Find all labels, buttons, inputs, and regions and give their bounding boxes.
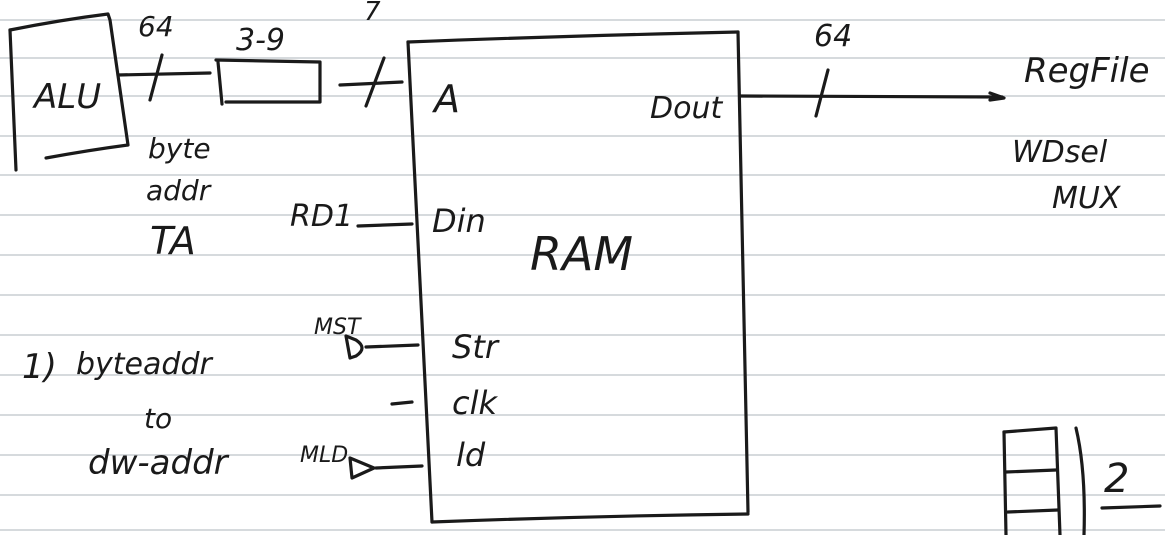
mld-input: MLD	[300, 443, 424, 480]
bus-addr-width: 7	[364, 0, 381, 27]
port-addr-label: A	[431, 77, 460, 121]
clk-input	[390, 400, 414, 406]
port-ld-label: ld	[456, 436, 486, 474]
alu-label: ALU	[32, 77, 101, 117]
bit-range-label: 3-9	[236, 23, 285, 58]
anno-mst: MST	[314, 315, 362, 340]
step-1-note: 1) byteaddr to dw-addr	[22, 347, 230, 483]
alu-block: ALU	[8, 12, 130, 172]
anno-mld: MLD	[300, 443, 348, 468]
stack-label: 2	[1104, 456, 1129, 502]
step1-byteaddr: byteaddr	[76, 347, 213, 382]
dest-mux: MUX	[1052, 181, 1122, 216]
step1-number: 1)	[22, 347, 57, 387]
ram-block: RAM A Din Str clk ld Dout	[406, 30, 750, 524]
port-din-label: Din	[432, 202, 486, 240]
anno-addr: addr	[146, 174, 212, 207]
dest-wdsel: WDsel	[1012, 135, 1108, 170]
dest-regfile: RegFile	[1024, 51, 1150, 91]
step1-dw-addr: dw-addr	[88, 443, 230, 483]
bus-range-to-ram: 7	[338, 0, 404, 108]
rd1-input: RD1	[290, 199, 414, 234]
port-str-label: Str	[452, 328, 500, 366]
register-stack: 2	[1002, 426, 1162, 535]
bus-alu-to-range: 64	[116, 10, 212, 102]
anno-byte: byte	[148, 132, 211, 165]
destination-labels: RegFile WDsel MUX	[1012, 51, 1150, 216]
ruled-lines	[0, 19, 1165, 531]
port-dout-label: Dout	[650, 91, 723, 126]
port-clk-label: clk	[452, 384, 498, 422]
ram-label: RAM	[530, 227, 633, 281]
byte-addr-annotation: byte addr TA	[146, 132, 212, 263]
bit-range-block: 3-9	[214, 23, 322, 106]
anno-ta: TA	[150, 219, 196, 263]
mst-input: MST	[314, 315, 420, 360]
bus-dout-to-regfile: 64	[738, 19, 1006, 118]
anno-rd1: RD1	[290, 199, 353, 234]
step1-to: to	[144, 402, 172, 435]
bus-dout-width: 64	[814, 19, 852, 54]
bus-alu-width: 64	[138, 10, 174, 43]
